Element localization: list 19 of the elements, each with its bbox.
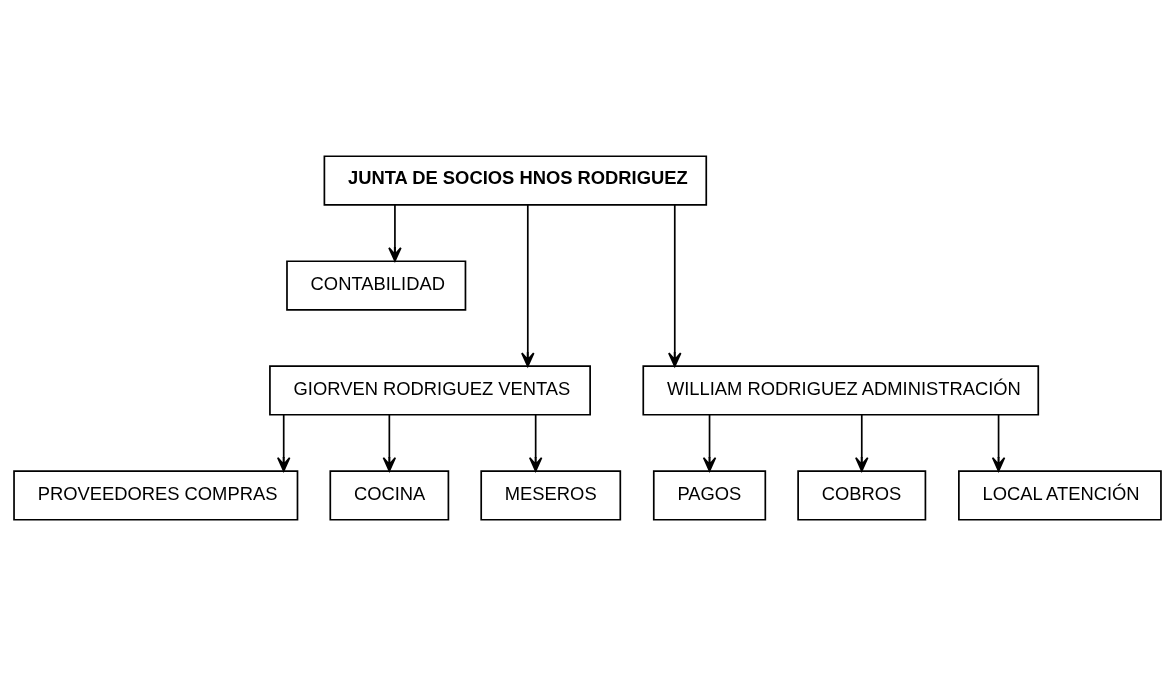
- arrow: [991, 413, 1006, 472]
- arrow: [855, 413, 869, 472]
- node-box: JUNTA DE SOCIOS HNOS RODRIGUEZ: [323, 154, 708, 206]
- node-box: COCINA: [329, 469, 450, 521]
- node-box: LOCAL ATENCIÓN: [958, 469, 1162, 521]
- node-box: PROVEEDORES COMPRAS: [13, 469, 299, 521]
- node-box: COBROS: [797, 469, 927, 521]
- arrow: [388, 203, 402, 262]
- arrow: [382, 413, 397, 472]
- node-box: GIORVEN RODRIGUEZ VENTAS: [269, 364, 591, 416]
- node-box: PAGOS: [652, 469, 767, 521]
- arrow: [276, 413, 291, 472]
- arrow: [528, 413, 543, 472]
- arrow: [702, 413, 717, 472]
- node-box: CONTABILIDAD: [286, 259, 467, 311]
- node-box: MESEROS: [480, 469, 622, 521]
- arrow: [521, 203, 535, 367]
- arrow: [668, 203, 682, 367]
- node-box: WILLIAM RODRIGUEZ ADMINISTRACIÓN: [642, 364, 1040, 416]
